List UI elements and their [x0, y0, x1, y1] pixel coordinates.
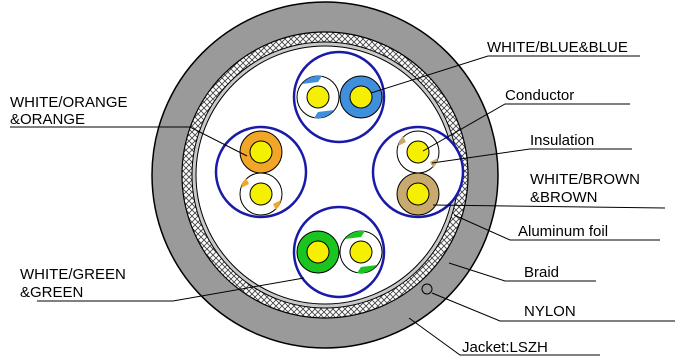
label-white-brown-line1: WHITE/BROWN [530, 171, 640, 188]
label-insulation: Insulation [530, 132, 594, 149]
nylon-thread [421, 283, 433, 295]
leader-aluminum-foil [453, 214, 660, 241]
wire-brown [396, 172, 440, 216]
label-white-blue: WHITE/BLUE&BLUE [487, 39, 628, 56]
wire-white-green [339, 230, 383, 274]
wire-white-blue [296, 75, 340, 119]
leader-white-blue [370, 55, 640, 94]
leader-conductor [422, 103, 630, 152]
wire-blue [339, 75, 383, 119]
label-aluminum-foil: Aluminum foil [518, 223, 608, 240]
leader-white-orange [10, 126, 248, 157]
leader-insulation [431, 148, 632, 164]
wire-orange [239, 130, 283, 174]
leader-braid [448, 262, 596, 282]
pair-white-orange [214, 125, 308, 219]
label-white-brown-line2: &BROWN [530, 189, 598, 206]
pair-white-blue [292, 50, 386, 144]
label-white-orange-line2: &ORANGE [10, 111, 85, 128]
wire-white-orange [239, 172, 283, 216]
label-conductor: Conductor [505, 87, 574, 104]
pair-white-green [292, 205, 386, 299]
pair-white-brown [371, 125, 465, 219]
wire-white-brown [396, 130, 440, 174]
label-nylon: NYLON [524, 303, 576, 320]
leader-lines [10, 55, 675, 356]
label-white-green-line1: WHITE/GREEN [20, 266, 126, 283]
wire-green [296, 230, 340, 274]
leader-jacket [408, 317, 600, 356]
leader-nylon [431, 292, 675, 322]
label-white-green-line2: &GREEN [20, 284, 83, 301]
leader-white-brown [432, 204, 666, 209]
label-braid: Braid [524, 264, 559, 281]
label-white-orange-line1: WHITE/ORANGE [10, 94, 128, 111]
label-jacket: Jacket:LSZH [462, 339, 548, 356]
leader-white-green [37, 277, 305, 302]
